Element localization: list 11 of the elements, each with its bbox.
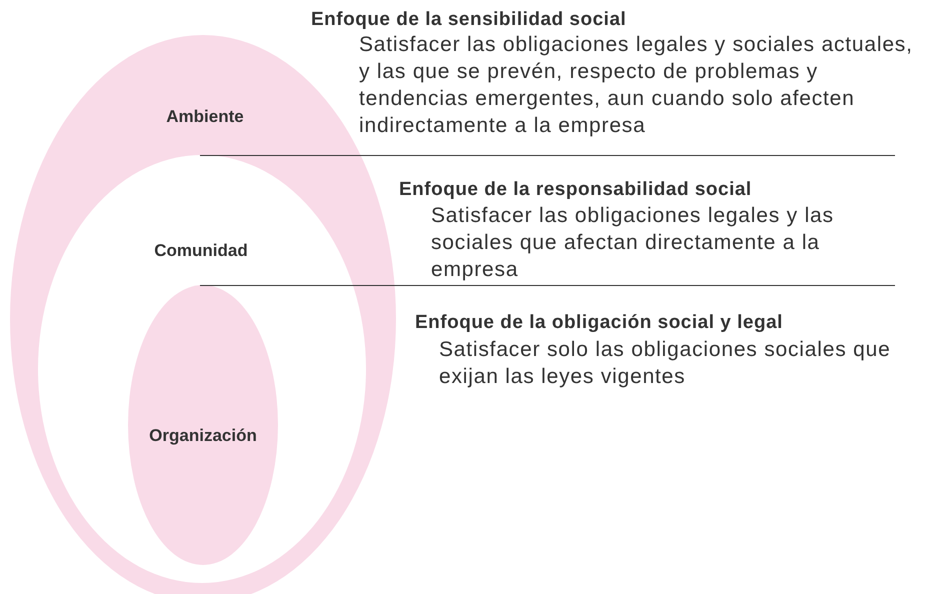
approach-heading: Enfoque de la sensibilidad social [311, 8, 628, 32]
approach-heading: Enfoque de la responsabilidad social [399, 178, 753, 202]
ellipse-region [38, 155, 366, 583]
region-label: Comunidad [154, 241, 248, 261]
approach-heading: Enfoque de la obligación social y legal [415, 311, 784, 335]
region-label: Organización [149, 426, 257, 446]
ellipse-region [128, 285, 278, 565]
approach-description: Satisfacer las obligaciones legales y sociales actuales, y las que se prevén, respecto de problemas y tendencias emergentes, aun cuando solo afecten indirectamente a la empresa [359, 32, 914, 139]
approach-description: Satisfacer solo las obligaciones sociales que exijan las leyes vigentes [439, 337, 892, 390]
approach-description: Satisfacer las obligaciones legales y las sociales que afectan directamente a la empresa [431, 203, 835, 283]
region-label: Ambiente [166, 107, 244, 127]
